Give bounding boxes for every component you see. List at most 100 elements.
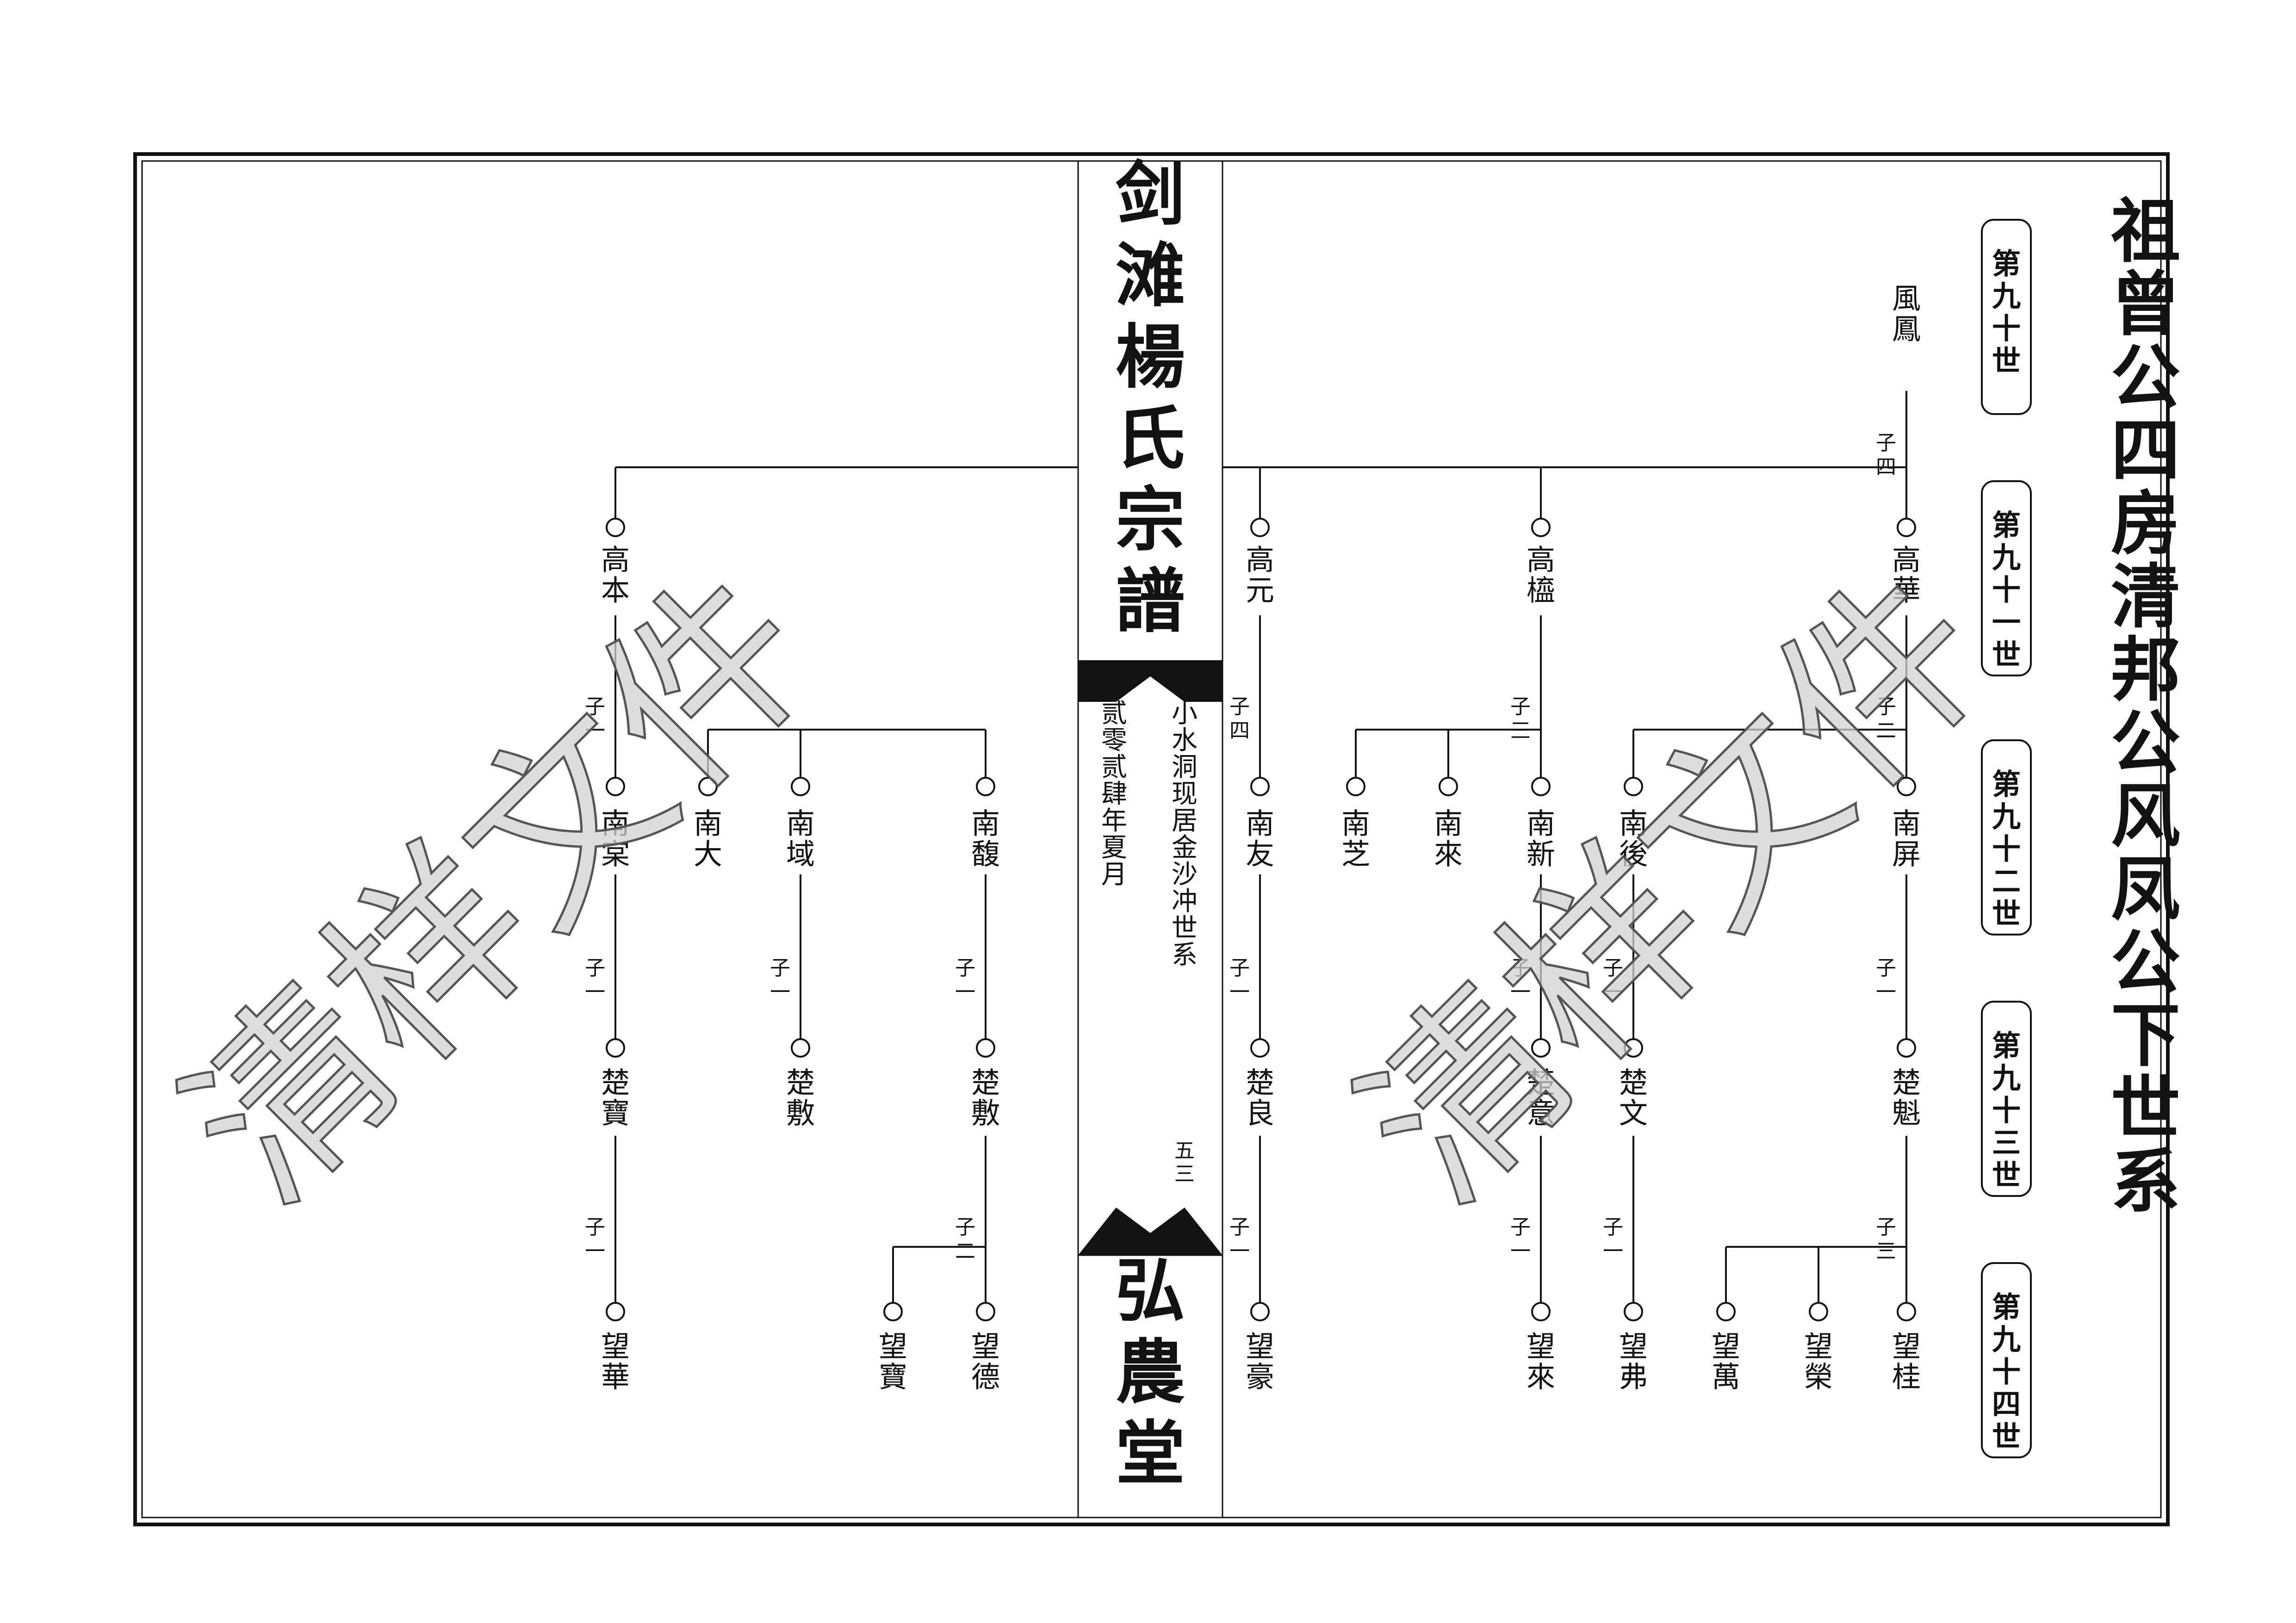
child-count-char: 二 — [955, 1239, 975, 1263]
inner-border — [141, 160, 2162, 1518]
child-count-char: 子 — [955, 1215, 975, 1239]
generation-box — [1981, 480, 2032, 676]
generation-label-char: 三 — [1992, 1126, 2021, 1159]
person-node — [976, 1302, 995, 1321]
person-node — [1897, 1302, 1916, 1321]
person-node — [1250, 518, 1270, 537]
page-title-char: 世 — [2111, 1068, 2180, 1149]
book-title-char: 楊 — [1116, 316, 1185, 398]
person-node — [791, 1038, 810, 1058]
date-note-char: 贰 — [1101, 752, 1127, 782]
child-count: 子一 — [585, 956, 605, 1004]
gen92-name-char: 南 — [1246, 806, 1274, 840]
page-title-char: 公 — [2111, 702, 2180, 784]
generation-label-char: 世 — [1992, 897, 2021, 930]
child-count: 子二 — [955, 1215, 975, 1263]
gen94-name: 望弗 — [1619, 1329, 1648, 1394]
watermark-label: 清样文件 — [1320, 533, 2030, 1243]
child-count: 子二 — [1876, 695, 1896, 743]
gen91-name-char: 華 — [1892, 573, 1921, 607]
generation-label-char: 四 — [1992, 1387, 2021, 1421]
child-count-char: 一 — [585, 719, 605, 743]
child-count-char: 一 — [1603, 1239, 1623, 1263]
child-count-char: 一 — [955, 980, 975, 1004]
person-node — [976, 777, 995, 796]
gen91-name-char: 高 — [601, 543, 630, 576]
generation-box — [1981, 219, 2032, 415]
gen92-name-char: 大 — [694, 837, 722, 871]
child-count: 子一 — [1229, 956, 1250, 1004]
generation-label-char: 九 — [1992, 1061, 2021, 1095]
gen93-name: 楚魁 — [1892, 1065, 1921, 1130]
gen92-name-char: 新 — [1527, 837, 1555, 871]
gen94-name: 望萬 — [1712, 1329, 1740, 1394]
person-node — [606, 1302, 625, 1321]
gen91-name-char: 高 — [1527, 543, 1555, 576]
book-title-char: 剑 — [1116, 154, 1185, 235]
root-name-char: 鳳 — [1892, 312, 1921, 346]
child-count: 子一 — [1510, 956, 1531, 1004]
gen94-name: 望寶 — [879, 1329, 907, 1394]
hall-name-char: 堂 — [1116, 1413, 1185, 1494]
person-node — [1531, 777, 1551, 796]
page-title-char: 下 — [2111, 995, 2180, 1076]
page-number: 五三 — [1174, 1139, 1195, 1186]
branch-note-char: 水 — [1172, 725, 1198, 756]
child-count: 子一 — [1229, 1215, 1250, 1263]
child-count-char: 子 — [1229, 1215, 1250, 1239]
gen92-name-char: 屏 — [1892, 837, 1921, 871]
child-count-char: 子 — [1510, 956, 1531, 980]
gen92-name: 南友 — [1246, 806, 1274, 871]
generation-label-char: 第 — [1992, 1028, 2021, 1062]
book-title-char: 氏 — [1116, 398, 1185, 479]
gen92-name-char: 域 — [786, 837, 815, 871]
generation-label-char: 十 — [1992, 573, 2021, 607]
gen92-name-char: 南 — [1619, 806, 1648, 840]
child-count-char: 一 — [1229, 1239, 1250, 1263]
child-count: 子三 — [1876, 1215, 1896, 1263]
person-node — [1897, 518, 1916, 537]
gen92-name-char: 南 — [694, 806, 722, 840]
watermark-text: 清样文件 — [1319, 533, 2031, 1245]
person-node — [1531, 1038, 1551, 1058]
generation-label-char: 九 — [1992, 1322, 2021, 1356]
person-node — [1531, 1302, 1551, 1321]
gen94-name-char: 望 — [1246, 1329, 1274, 1363]
gen91-name: 高華 — [1892, 543, 1921, 607]
branch-note-char: 冲 — [1172, 886, 1198, 917]
gen93-name: 楚意 — [1527, 1065, 1555, 1130]
child-count: 子一 — [585, 1215, 605, 1263]
child-count: 子一 — [1510, 1215, 1531, 1263]
gen93-name-char: 楚 — [1527, 1065, 1555, 1099]
gen94-name-char: 豪 — [1246, 1360, 1274, 1394]
watermark-text: 清样文件 — [144, 533, 856, 1245]
generation-label-char: 第 — [1992, 508, 2021, 542]
page-title-char: 清 — [2111, 556, 2180, 638]
gen91-name-char: 橀 — [1527, 573, 1555, 607]
gen94-name: 望桂 — [1892, 1329, 1921, 1394]
child-count-char: 子 — [1876, 695, 1896, 719]
child-count-char: 一 — [585, 980, 605, 1004]
gen93-name-char: 寶 — [601, 1096, 630, 1130]
page-title-char: 系 — [2111, 1141, 2180, 1222]
date-note-char: 月 — [1101, 860, 1127, 890]
gen91-name-char: 本 — [601, 573, 630, 607]
date-note-char: 零 — [1101, 725, 1127, 756]
gen91-name: 高本 — [601, 543, 630, 607]
gen92-name: 南馥 — [971, 806, 1000, 871]
date-note-char: 肆 — [1101, 779, 1127, 809]
generation-label-char: 第 — [1992, 247, 2021, 280]
gen92-name: 南大 — [694, 806, 722, 871]
child-count-char: 子 — [770, 956, 790, 980]
child-count-char: 一 — [1229, 980, 1250, 1004]
branch-note-char: 现 — [1172, 779, 1198, 809]
person-node — [1250, 1302, 1270, 1321]
watermark-label: 清样文件 — [145, 533, 855, 1243]
page-title-char: 公 — [2111, 337, 2180, 418]
person-node — [1624, 1038, 1643, 1058]
root-name-char: 風 — [1892, 281, 1921, 315]
tree-circles — [606, 518, 1916, 1321]
